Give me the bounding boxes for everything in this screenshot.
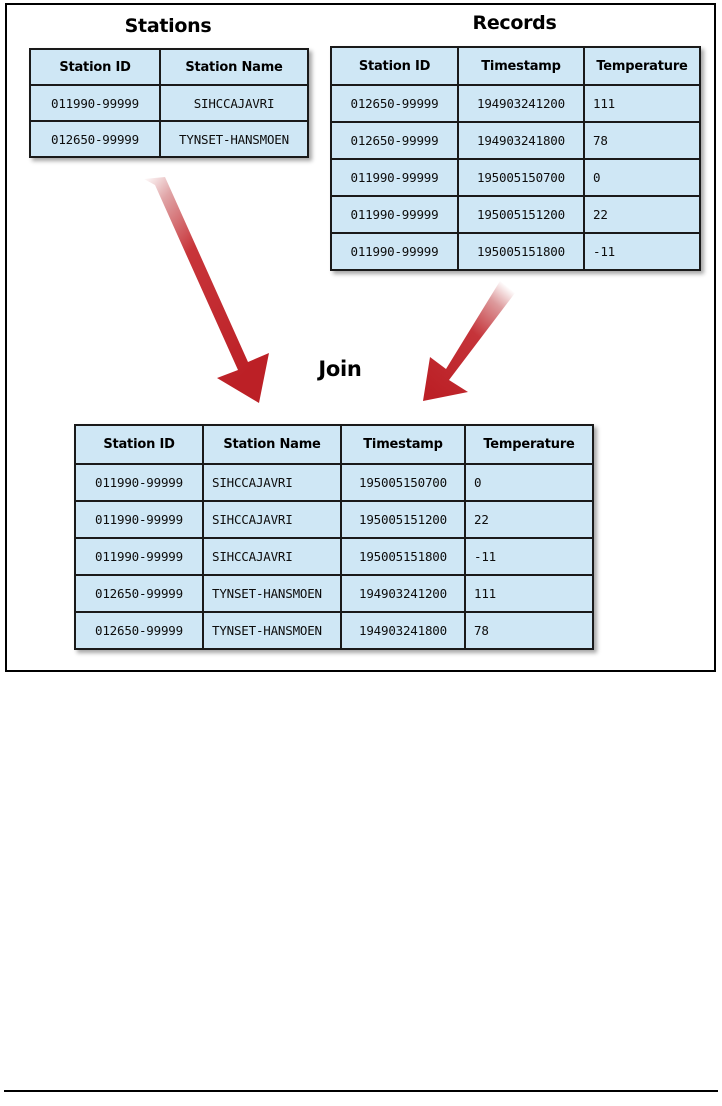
records-to-join-arrow [423,281,515,401]
table-row: 011990-99999 195005151800 -11 [330,232,701,271]
join-table: Station ID Station Name Timestamp Temper… [74,424,594,650]
cell-station-id: 011990-99999 [330,195,459,234]
stations-to-join-arrow [144,177,269,403]
cell-temperature: 111 [583,84,701,123]
page-bottom-rule [4,1090,718,1092]
column-header-station-id: Station ID [74,424,204,465]
cell-station-id: 011990-99999 [29,84,161,122]
column-header-timestamp: Timestamp [340,424,466,465]
column-header-station-id: Station ID [29,48,161,86]
table-header-row: Station ID Station Name Timestamp Temper… [74,424,594,465]
cell-temperature: 22 [464,500,594,539]
cell-station-id: 011990-99999 [74,537,204,576]
table-row: 012650-99999 194903241200 111 [330,84,701,123]
cell-temperature: 0 [464,463,594,502]
table-row: 011990-99999 SIHCCAJAVRI 195005151200 22 [74,500,594,539]
cell-station-id: 012650-99999 [29,120,161,158]
table-row: 011990-99999 195005151200 22 [330,195,701,234]
figure-frame: Stations Station ID Station Name 011990-… [5,3,716,672]
table-row: 011990-99999 SIHCCAJAVRI 195005151800 -1… [74,537,594,576]
column-header-temperature: Temperature [583,46,701,86]
cell-station-name: SIHCCAJAVRI [202,463,342,502]
cell-station-name: TYNSET-HANSMOEN [159,120,309,158]
cell-station-name: TYNSET-HANSMOEN [202,611,342,650]
table-row: 012650-99999 TYNSET-HANSMOEN [29,120,309,158]
column-header-temperature: Temperature [464,424,594,465]
cell-station-id: 011990-99999 [74,500,204,539]
records-table-title: Records [472,12,557,34]
table-header-row: Station ID Station Name [29,48,309,86]
cell-station-id: 011990-99999 [330,232,459,271]
table-row: 011990-99999 195005150700 0 [330,158,701,197]
cell-station-name: SIHCCAJAVRI [159,84,309,122]
cell-timestamp: 195005151800 [457,232,585,271]
cell-timestamp: 195005151800 [340,537,466,576]
stations-table: Station ID Station Name 011990-99999 SIH… [29,48,309,158]
table-header-row: Station ID Timestamp Temperature [330,46,701,86]
column-header-station-name: Station Name [159,48,309,86]
table-row: 011990-99999 SIHCCAJAVRI [29,84,309,122]
table-row: 012650-99999 TYNSET-HANSMOEN 19490324180… [74,611,594,650]
cell-station-id: 011990-99999 [330,158,459,197]
column-header-station-id: Station ID [330,46,459,86]
cell-temperature: -11 [464,537,594,576]
table-row: 012650-99999 TYNSET-HANSMOEN 19490324120… [74,574,594,613]
cell-station-id: 011990-99999 [74,463,204,502]
cell-temperature: 78 [464,611,594,650]
records-table: Station ID Timestamp Temperature 012650-… [330,46,701,271]
cell-timestamp: 194903241200 [340,574,466,613]
table-row: 012650-99999 194903241800 78 [330,121,701,160]
cell-temperature: 0 [583,158,701,197]
cell-temperature: -11 [583,232,701,271]
cell-timestamp: 194903241800 [340,611,466,650]
column-header-station-name: Station Name [202,424,342,465]
table-row: 011990-99999 SIHCCAJAVRI 195005150700 0 [74,463,594,502]
cell-station-id: 012650-99999 [330,84,459,123]
cell-timestamp: 194903241200 [457,84,585,123]
cell-temperature: 78 [583,121,701,160]
cell-station-name: TYNSET-HANSMOEN [202,574,342,613]
cell-station-id: 012650-99999 [74,611,204,650]
column-header-timestamp: Timestamp [457,46,585,86]
cell-temperature: 111 [464,574,594,613]
cell-station-id: 012650-99999 [330,121,459,160]
cell-timestamp: 194903241800 [457,121,585,160]
cell-timestamp: 195005151200 [457,195,585,234]
cell-station-name: SIHCCAJAVRI [202,500,342,539]
cell-timestamp: 195005150700 [457,158,585,197]
stations-table-title: Stations [124,15,212,37]
cell-timestamp: 195005150700 [340,463,466,502]
cell-timestamp: 195005151200 [340,500,466,539]
cell-station-id: 012650-99999 [74,574,204,613]
cell-temperature: 22 [583,195,701,234]
join-label: Join [318,357,362,381]
cell-station-name: SIHCCAJAVRI [202,537,342,576]
